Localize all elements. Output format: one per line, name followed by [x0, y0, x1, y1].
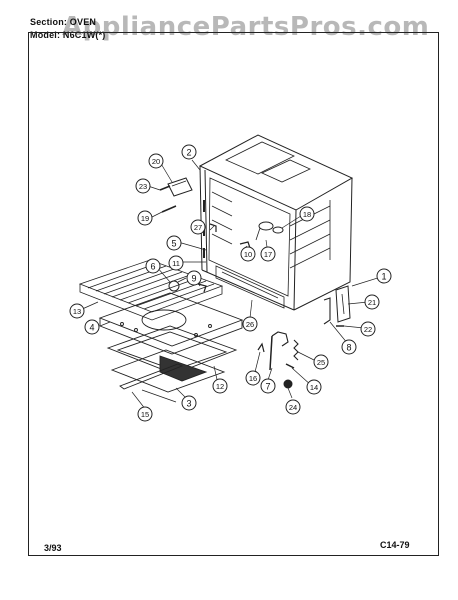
callout-8: 8	[341, 339, 357, 355]
callout-18: 18	[299, 206, 315, 222]
broiler-plate	[110, 349, 226, 393]
callout-11: 11	[168, 255, 184, 271]
callout-4: 4	[84, 319, 100, 335]
broiler-rail	[119, 363, 184, 390]
svg-text:18: 18	[303, 210, 311, 219]
part-14	[285, 363, 295, 369]
svg-text:24: 24	[289, 403, 297, 412]
callout-15: 15	[137, 406, 153, 422]
part-thermostat-7	[269, 331, 289, 371]
watermark: AppliancePartsPros.com	[62, 12, 430, 42]
svg-text:19: 19	[141, 214, 149, 223]
callout-26: 26	[242, 316, 258, 332]
callout-5: 5	[166, 235, 182, 251]
svg-text:13: 13	[73, 307, 81, 316]
part-screw-23	[159, 185, 171, 191]
callout-14: 14	[306, 379, 322, 395]
callout-27: 27	[190, 219, 206, 235]
svg-text:25: 25	[317, 358, 325, 367]
callout-25: 25	[313, 354, 329, 370]
callout-3: 3	[181, 395, 197, 411]
svg-text:15: 15	[141, 410, 149, 419]
callout-13: 13	[69, 303, 85, 319]
callout-1: 1	[376, 268, 392, 284]
svg-text:20: 20	[152, 157, 160, 166]
part-screw-19	[161, 205, 177, 213]
svg-text:27: 27	[194, 223, 202, 232]
part-grommet-24	[283, 379, 293, 389]
oven-bottom-panel	[98, 292, 244, 355]
svg-text:5: 5	[171, 239, 176, 249]
callout-10: 10	[240, 246, 256, 262]
diagram-frame	[28, 32, 439, 556]
svg-text:7: 7	[265, 382, 270, 392]
diagram-code: C14-79	[380, 540, 410, 550]
svg-text:22: 22	[364, 325, 372, 334]
part-bracket-8	[323, 297, 331, 325]
svg-text:3: 3	[186, 399, 191, 409]
callout-9: 9	[186, 270, 202, 286]
svg-text:10: 10	[244, 250, 252, 259]
broiler-pan	[106, 325, 238, 375]
svg-text:17: 17	[264, 250, 272, 259]
part-9	[197, 283, 207, 293]
svg-text:14: 14	[310, 383, 318, 392]
part-lamp-10	[239, 241, 251, 249]
part-6	[168, 277, 187, 292]
revision-date: 3/93	[44, 543, 62, 553]
svg-text:9: 9	[191, 274, 196, 284]
svg-text:11: 11	[172, 259, 180, 268]
callout-23: 23	[135, 178, 151, 194]
callout-7: 7	[260, 378, 276, 394]
model-label: Model: N6C1W(*)	[30, 30, 106, 40]
svg-text:1: 1	[381, 272, 386, 282]
section-label: Section: OVEN	[30, 17, 97, 27]
part-clip-27	[209, 223, 217, 232]
svg-text:23: 23	[139, 182, 147, 191]
callout-6: 6	[145, 258, 161, 274]
callout-24: 24	[285, 399, 301, 415]
svg-text:8: 8	[346, 343, 351, 353]
callout-19: 19	[137, 210, 153, 226]
part-hinge-21	[335, 285, 351, 323]
callout-21: 21	[364, 294, 380, 310]
part-16	[257, 342, 265, 353]
part-lamp-cover-18	[272, 226, 284, 234]
svg-text:2: 2	[186, 148, 191, 158]
svg-text:12: 12	[216, 382, 224, 391]
callout-12: 12	[212, 378, 228, 394]
svg-text:4: 4	[89, 323, 94, 333]
callout-20: 20	[148, 153, 164, 169]
svg-text:16: 16	[249, 374, 257, 383]
callout-2: 2	[181, 144, 197, 160]
callout-22: 22	[360, 321, 376, 337]
part-bracket-20	[167, 177, 193, 197]
oven-cavity	[198, 134, 354, 311]
callout-17: 17	[260, 246, 276, 262]
svg-text:26: 26	[246, 320, 254, 329]
part-spring-25	[293, 339, 299, 361]
svg-text:6: 6	[150, 262, 155, 272]
callout-16: 16	[245, 370, 261, 386]
svg-text:21: 21	[368, 298, 376, 307]
